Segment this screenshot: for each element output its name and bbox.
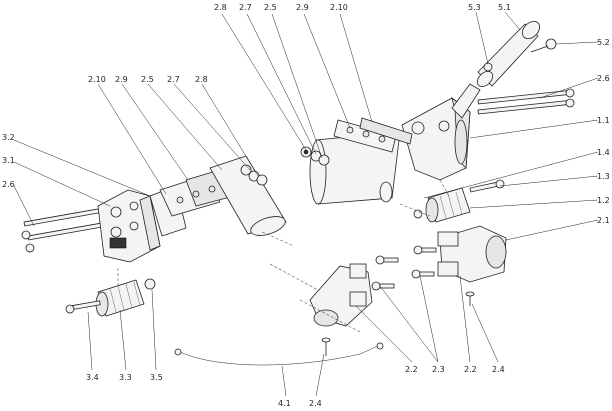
label-1-1: 1.1 xyxy=(597,116,610,125)
cable-4-1 xyxy=(174,342,384,366)
lower-clamp-center xyxy=(309,263,373,327)
handle-nut-part xyxy=(483,62,493,72)
label-3-2: 3.2 xyxy=(2,133,15,142)
main-clamp-body-right xyxy=(401,83,481,181)
label-5-3: 5.3 xyxy=(468,3,481,12)
leader-lines xyxy=(13,11,599,397)
nut-right xyxy=(413,209,423,219)
pin-2-4-right xyxy=(465,291,475,306)
label-2-1: 2.1 xyxy=(597,216,610,225)
label-3-5: 3.5 xyxy=(150,373,163,382)
handle-screw-part xyxy=(530,38,557,53)
label-3-4: 3.4 xyxy=(86,373,99,382)
knurled-knob-right xyxy=(425,187,471,223)
label-2-4-right: 2.4 xyxy=(492,365,505,374)
label-2-3: 2.3 xyxy=(432,365,445,374)
label-2-10-top: 2.10 xyxy=(330,3,348,12)
label-2-5-left: 2.5 xyxy=(141,75,154,84)
handle-tube-part xyxy=(476,20,541,88)
washers-top xyxy=(300,146,330,166)
label-5-2: 5.2 xyxy=(597,38,610,47)
label-2-2-center: 2.2 xyxy=(405,365,418,374)
label-2-4-center: 2.4 xyxy=(309,399,322,408)
label-1-4: 1.4 xyxy=(597,148,610,157)
label-2-9-left: 2.9 xyxy=(115,75,128,84)
label-1-3: 1.3 xyxy=(597,172,610,181)
label-2-2-right: 2.2 xyxy=(464,365,477,374)
label-3-3: 3.3 xyxy=(119,373,132,382)
assembly-dashed-lines xyxy=(117,179,451,333)
tube-insert-left xyxy=(209,155,287,236)
label-2-6-left: 2.6 xyxy=(2,180,15,189)
label-2-6-right: 2.6 xyxy=(597,74,610,83)
label-2-7-left: 2.7 xyxy=(167,75,180,84)
label-2-8-left: 2.8 xyxy=(195,75,208,84)
label-2-8-top: 2.8 xyxy=(214,3,227,12)
pin-2-4-center xyxy=(321,337,331,356)
nut-left-3-5 xyxy=(144,278,156,290)
label-2-5-top: 2.5 xyxy=(264,3,277,12)
knurled-knob-left xyxy=(95,279,145,317)
bolt-left-3-4 xyxy=(65,300,101,314)
label-4-1: 4.1 xyxy=(278,399,291,408)
label-2-9-top: 2.9 xyxy=(296,3,309,12)
label-1-2: 1.2 xyxy=(597,196,610,205)
long-bolts-right xyxy=(477,88,575,115)
label-2-7-top: 2.7 xyxy=(239,3,252,12)
label-5-1: 5.1 xyxy=(498,3,511,12)
lower-clamp-right xyxy=(437,225,507,283)
long-bolts-left xyxy=(21,207,108,253)
label-3-1: 3.1 xyxy=(2,156,15,165)
spacer-plates-top xyxy=(333,117,413,153)
bolt-right-1-3 xyxy=(469,179,505,193)
label-2-10-left: 2.10 xyxy=(88,75,106,84)
main-clamp-body-left xyxy=(97,189,161,263)
screws-bottom xyxy=(371,245,437,291)
